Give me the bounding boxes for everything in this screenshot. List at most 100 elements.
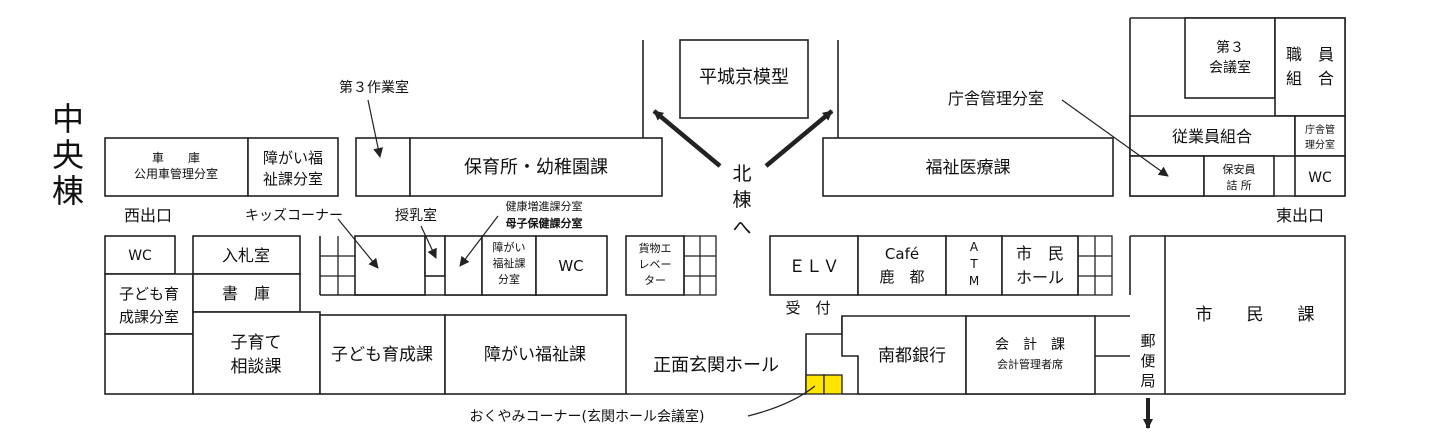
employee-union-room	[1129, 115, 1296, 157]
garage-label-sub: 公用車管理分室	[134, 166, 218, 181]
garage-label: 車 庫	[152, 151, 200, 165]
wc-middle	[535, 235, 608, 296]
wc-ne-label: WC	[1308, 170, 1332, 186]
bldg-mgmt-callout: 庁舎管理分室	[948, 89, 1044, 108]
freight-elevator-room	[625, 235, 685, 296]
welfare-medical-room	[822, 137, 1114, 197]
west-exit-label: 西出口	[124, 206, 172, 225]
health-leader	[459, 215, 499, 267]
building-label-char: 中	[52, 100, 84, 138]
post-office-label: 郵	[1140, 332, 1155, 350]
meeting-room-3-label: 会議室	[1209, 59, 1251, 76]
child-dev-room	[319, 314, 446, 395]
building-label-char: 棟	[52, 172, 84, 210]
security-label: 保安員	[1223, 162, 1256, 176]
employee-union-label: 従業員組合	[1172, 127, 1252, 146]
building-label-char: 央	[52, 136, 84, 174]
freight-elevator-label: レベー	[639, 258, 672, 271]
library-label: 書 庫	[222, 284, 270, 303]
childcare-consult-label: 相談課	[231, 357, 282, 377]
child-branch-label: 成課分室	[119, 308, 179, 326]
work-room-3	[355, 137, 411, 197]
disability-branch2-label: 障がい	[493, 240, 526, 254]
welfare-medical-label: 福祉医療課	[926, 158, 1011, 178]
work-room-3-callout: 第３作業室	[339, 79, 409, 96]
library-room	[192, 273, 301, 313]
citizen-division-label: 市 民 課	[1196, 305, 1315, 325]
north-label-char: 棟	[732, 189, 751, 211]
north-arrow-right	[764, 109, 834, 168]
north-label-char: 北	[732, 163, 751, 185]
nursing-leader	[420, 225, 437, 259]
nursery-label: 保育所・幼稚園課	[464, 157, 608, 178]
health-callout: 母子保健課分室	[506, 216, 583, 230]
disability-branch2-room	[481, 235, 537, 296]
atm-label: T	[969, 257, 978, 271]
condolence-corner-seat	[823, 374, 843, 395]
bid-label: 入札室	[222, 246, 270, 265]
bldg-mgmt-leader	[1061, 99, 1169, 177]
elevator-room	[769, 235, 859, 296]
wc-middle-label: WC	[558, 257, 583, 275]
cafe-label: Café	[885, 245, 919, 263]
kids-corner-callout: キッズコーナー	[245, 208, 343, 224]
accounting-label: 会計管理者席	[997, 357, 1063, 371]
disability-branch-label: 障がい福	[263, 149, 323, 167]
bldg-mgmt-small-room	[1294, 115, 1346, 157]
nursing-callout: 授乳室	[395, 207, 437, 224]
disability-branch2-label: 福祉課	[493, 256, 526, 270]
condolence-callout: おくやみコーナー(玄関ホール会議室)	[470, 408, 705, 425]
accounting-label: 会 計 課	[995, 337, 1065, 353]
meeting-room-3-label: 第３	[1216, 39, 1244, 56]
post-office-label: 局	[1140, 372, 1155, 390]
wc-west-label: WC	[128, 248, 152, 264]
north-arrow-left	[652, 109, 722, 168]
disability-div-label: 障がい福祉課	[484, 345, 586, 365]
post-office-label: 便	[1140, 352, 1155, 370]
security-label: 詰 所	[1226, 178, 1252, 192]
child-dev-label: 子ども育成課	[331, 345, 433, 365]
atm-label: M	[969, 274, 979, 288]
citizen-hall-room	[1001, 235, 1079, 296]
atm-label: A	[970, 240, 979, 254]
disability-branch-room	[247, 137, 339, 197]
security-room	[1203, 155, 1275, 197]
citizen-division-room	[1164, 235, 1346, 395]
model-room	[679, 39, 809, 119]
model-label: 平城京模型	[699, 67, 789, 88]
accounting-room	[965, 315, 1096, 395]
condolence-leader	[747, 385, 816, 417]
freight-elevator-label: ター	[644, 274, 666, 287]
work-room-3-leader	[367, 99, 384, 158]
kids-corner-room	[354, 235, 426, 296]
entrance-hall-label: 正面玄関ホール	[653, 355, 779, 376]
citizen-hall-label: 市 民	[1016, 244, 1064, 263]
child-branch-label: 子ども育	[119, 285, 179, 303]
health-callout: 健康増進課分室	[506, 199, 583, 213]
nursery-room	[409, 137, 663, 197]
garage-room	[104, 137, 249, 197]
disability-div-room	[444, 314, 627, 395]
east-exit-label: 東出口	[1276, 206, 1324, 225]
elevator-label: ＥＬＶ	[789, 257, 840, 277]
child-branch-room	[104, 273, 194, 335]
reception-label: 受 付	[785, 299, 830, 317]
childcare-consult-room	[192, 311, 321, 395]
bldg-mgmt-small-label: 理分室	[1305, 138, 1335, 151]
blank-room	[104, 333, 194, 395]
nanto-bank-label: 南都銀行	[878, 346, 946, 366]
disability-branch2-label: 分室	[498, 272, 520, 286]
staff-union-room	[1274, 17, 1346, 117]
cafe-label: 鹿 都	[879, 268, 924, 286]
cafe-room	[857, 235, 947, 296]
wc-ne	[1294, 155, 1346, 197]
disability-branch-label: 祉課分室	[263, 170, 323, 188]
childcare-consult-label: 子育て	[231, 333, 282, 353]
bldg-mgmt-small-label: 庁舎管	[1305, 123, 1335, 136]
staff-union-label: 職 員	[1286, 45, 1334, 64]
freight-elevator-label: 貨物エ	[639, 241, 672, 255]
meeting-room-3	[1184, 17, 1276, 99]
staff-union-label: 組 合	[1286, 69, 1334, 88]
north-label-char: へ	[732, 217, 751, 239]
